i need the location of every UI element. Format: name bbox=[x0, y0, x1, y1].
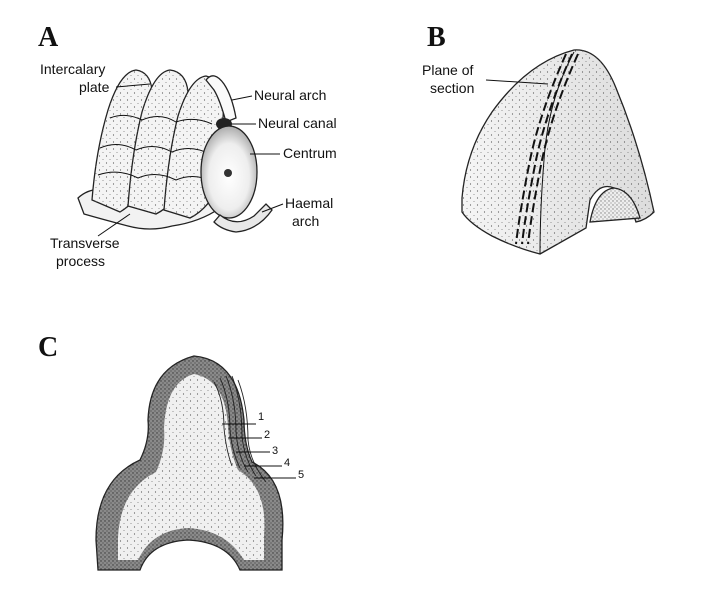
label-intercalary: Intercalary bbox=[40, 61, 105, 77]
growth-ring-3 bbox=[225, 375, 249, 473]
vertebral-column-drawing bbox=[77, 69, 273, 233]
panel-c-letter: C bbox=[38, 332, 58, 363]
plane-of-section-line-2 bbox=[521, 53, 573, 245]
vertebra-3d-drawing bbox=[461, 49, 655, 255]
growth-ring-2 bbox=[219, 377, 241, 469]
leader-haemal-arch bbox=[261, 203, 284, 213]
label-plane-section: section bbox=[430, 80, 474, 96]
intercalary-plate-lines bbox=[97, 114, 215, 183]
cross-section-drawing bbox=[95, 355, 284, 571]
label-ring-1: 1 bbox=[258, 411, 264, 423]
growth-ring-1 bbox=[213, 381, 233, 467]
leader-neural-arch bbox=[231, 95, 253, 101]
growth-ring-4 bbox=[231, 375, 257, 477]
panel-c: C 1 2 3 4 5 bbox=[38, 332, 304, 571]
label-neural-canal: Neural canal bbox=[258, 115, 337, 131]
plane-of-section-line-3 bbox=[527, 53, 579, 245]
centrum-notochord-pit bbox=[224, 169, 232, 177]
ring-labels: 1 2 3 4 5 bbox=[222, 411, 304, 481]
plane-of-section-line-1 bbox=[515, 53, 567, 245]
label-intercalary-plate: plate bbox=[79, 79, 110, 95]
label-haemal-arch: arch bbox=[292, 213, 319, 229]
leader-plane-of-section bbox=[485, 79, 549, 85]
leader-intercalary-plate bbox=[115, 83, 151, 88]
vertebra-3d-stipple bbox=[462, 49, 654, 255]
growth-ring-5 bbox=[237, 379, 267, 483]
label-ring-4: 4 bbox=[284, 457, 290, 469]
label-ring-5: 5 bbox=[298, 469, 304, 481]
label-transverse-process: process bbox=[56, 253, 105, 269]
panel-a-letter: A bbox=[38, 22, 59, 53]
neural-arch-shape bbox=[205, 75, 237, 123]
label-haemal: Haemal bbox=[285, 195, 333, 211]
panel-b-letter: B bbox=[427, 22, 446, 53]
panel-b: B Plane of section bbox=[422, 22, 655, 255]
panel-a: A Intercalary plate bbox=[38, 22, 337, 269]
cross-section-core-stipple bbox=[118, 374, 265, 560]
leader-transverse-process bbox=[97, 213, 131, 237]
label-transverse: Transverse bbox=[50, 235, 120, 251]
haemal-arch-shape bbox=[213, 203, 273, 233]
label-centrum: Centrum bbox=[283, 145, 337, 161]
label-ring-2: 2 bbox=[264, 429, 270, 441]
label-plane-of: Plane of bbox=[422, 62, 473, 78]
label-neural-arch: Neural arch bbox=[254, 87, 326, 103]
vertebra-3d-opening-stipple bbox=[590, 188, 640, 222]
label-ring-3: 3 bbox=[272, 445, 278, 457]
